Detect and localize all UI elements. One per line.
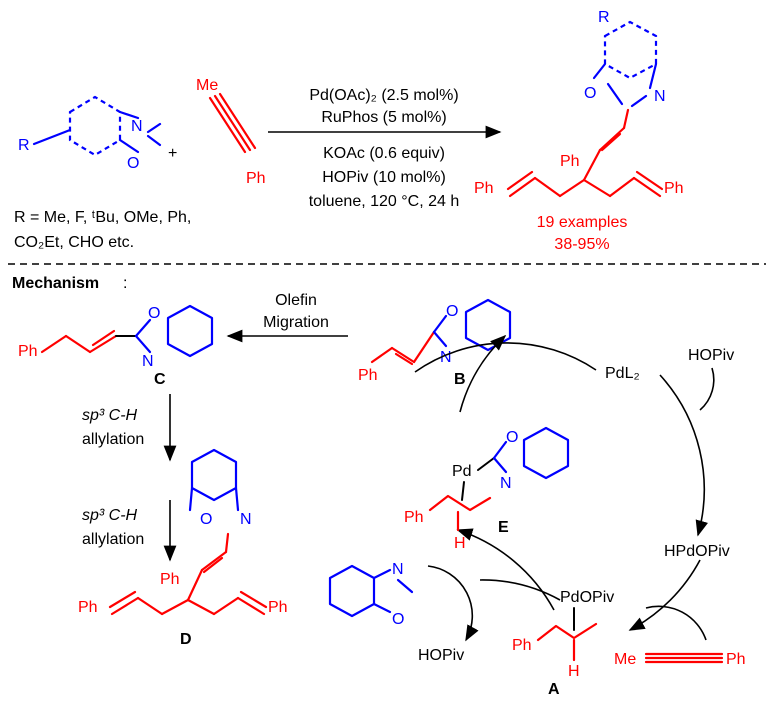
sp3-label-1: sp³ C-H [82,407,138,424]
atom-o: O [127,155,139,172]
reagent-o: O [392,611,404,628]
d-ph-right: Ph [268,599,288,616]
cycle-me: Me [614,651,636,668]
product-ph-center: Ph [560,153,580,170]
starting-benzoxazole: N O R [18,95,162,172]
product-n: N [654,88,666,105]
reagent-n: N [392,561,404,578]
cycle-arc-bottom [479,579,561,601]
product-structure: R O N Ph Ph Ph [474,9,684,198]
r-groups-line2: CO₂Et, CHO etc. [14,234,134,251]
a-ph: Ph [512,637,532,654]
r-substituent: R [18,137,30,154]
b-ph: Ph [358,367,378,384]
b-n: N [440,349,452,366]
hopiv-top: HOPiv [688,347,734,364]
c-ph: Ph [18,343,38,360]
e-n: N [500,475,512,492]
d-n: N [240,511,252,528]
c-n: N [142,353,154,370]
mechanism-colon: : [123,275,127,292]
allylation-label-2: allylation [82,531,144,548]
benzoxazole-reagent: N O [328,561,414,628]
a-pdopiv: PdOPiv [560,589,614,606]
label-a: A [548,681,560,698]
compound-b: Ph O N [358,298,512,384]
compound-a: PdOPiv Ph H [512,589,614,680]
sp3-label-2: sp³ C-H [82,507,138,524]
alkyne-reagent: Me Ph [196,77,266,187]
additive: HOPiv (10 mol%) [322,169,446,186]
alkyne-ph: Ph [246,170,266,187]
e-allyl [428,494,492,512]
product-o: O [584,85,596,102]
product-ph-right: Ph [664,180,684,197]
alkyne-in-arrow [645,605,707,641]
pdl2: PdL₂ [605,365,640,382]
compound-c: Ph O N [18,304,214,370]
label-c: C [154,371,166,388]
cycle-arc-right [659,374,709,537]
product-r: R [598,9,610,26]
e-o: O [506,429,518,446]
hpdopiv: HPdOPiv [664,543,730,560]
catalyst: Pd(OAc)₂ (2.5 mol%) [309,87,458,104]
label-d: D [180,631,192,648]
e-h: H [454,535,466,552]
label-b: B [454,371,466,388]
hopiv-in-arrow [699,367,715,411]
a-h: H [568,663,580,680]
benzoxazole-in-arrow [427,565,479,642]
catalytic-cycle [414,334,709,631]
allylation-label-1: allylation [82,431,144,448]
mechanism-heading: Mechanism [12,275,99,292]
reaction-conditions: Pd(OAc)₂ (2.5 mol%) RuPhos (5 mol%) KOAc… [309,87,460,210]
to-b-arrow [459,334,507,413]
cycle-arc-a-to-e [456,528,555,611]
alkyne-me: Me [196,77,218,94]
d-o: O [200,511,212,528]
olefin-label: Olefin [275,292,317,309]
product-ph-left: Ph [474,180,494,197]
compound-e: Pd O N Ph H [404,426,570,552]
solvent: toluene, 120 °C, 24 h [309,193,460,210]
cycle-arc-bottom-right [628,559,701,631]
e-ph: Ph [404,509,424,526]
d-ph-left: Ph [78,599,98,616]
atom-n: N [131,118,143,135]
r-groups-line1: R = Me, F, ᵗBu, OMe, Ph, [14,209,191,226]
alkyne-into-cycle: Me Ph [614,651,746,668]
migration-label: Migration [263,314,329,331]
hopiv-bottom: HOPiv [418,647,464,664]
base: KOAc (0.6 equiv) [323,145,445,162]
c-o: O [148,305,160,322]
e-pd: Pd [452,463,472,480]
ligand: RuPhos (5 mol%) [321,109,446,126]
a-allyl [536,622,598,642]
d-ph-center: Ph [160,571,180,588]
plus-sign: + [168,145,177,162]
yield-range: 38-95% [554,236,609,253]
cycle-ph: Ph [726,651,746,668]
examples-count: 19 examples [537,214,628,231]
compound-d: O N Ph Ph Ph [78,448,288,616]
label-e: E [498,519,509,536]
b-o: O [446,303,458,320]
